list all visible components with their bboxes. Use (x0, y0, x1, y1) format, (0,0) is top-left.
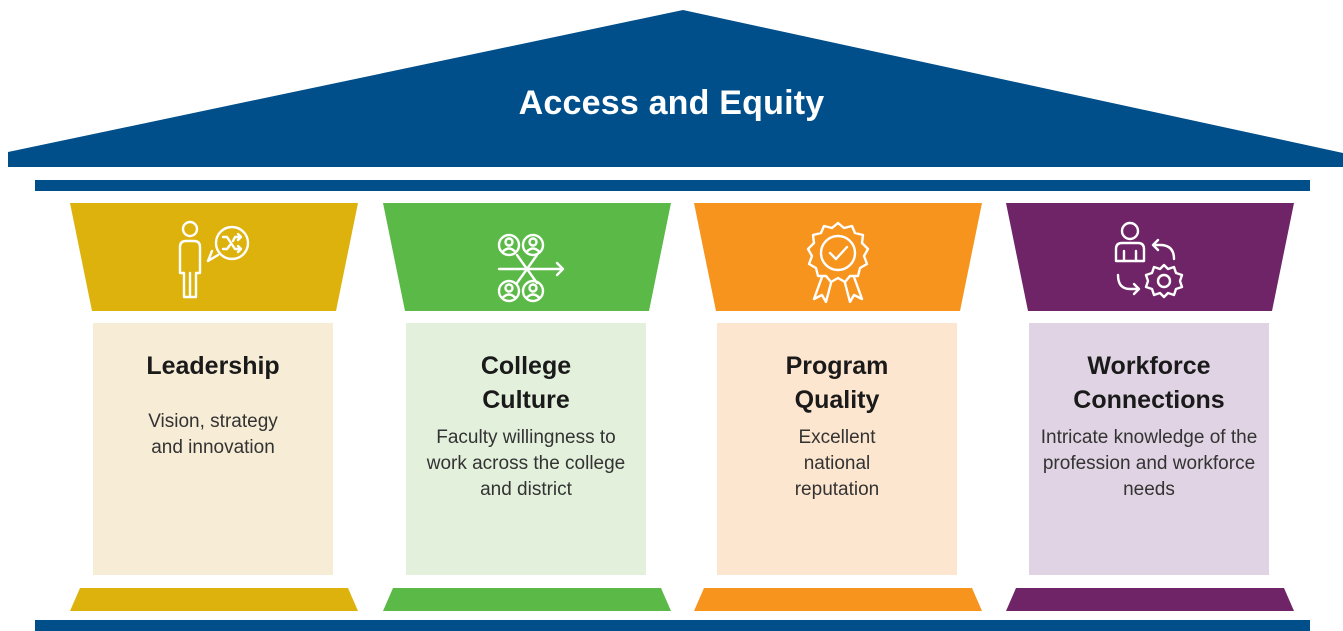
pillar-description: Excellent national reputation (794, 427, 880, 500)
pillar-shaft: Program Quality Excellent national reput… (717, 323, 957, 575)
quality-award-badge-icon (806, 221, 870, 303)
pillar-title: Leadership (146, 352, 280, 380)
pillar-base (694, 588, 982, 611)
pillar-title: Program Quality (785, 352, 889, 414)
pillar-base (383, 588, 671, 611)
pillar-base (1006, 588, 1294, 611)
pillar-title: Workforce Connections (1073, 352, 1225, 414)
pillar-leadership: Leadership Vision, strategy and innovati… (70, 203, 358, 611)
pillar-college-culture: College Culture Faculty willingness to w… (383, 203, 671, 611)
pillar-shaft: College Culture Faculty willingness to w… (406, 323, 646, 575)
pillar-workforce-connections: Workforce Connections Intricate knowledg… (1006, 203, 1294, 611)
pillar-description: Intricate knowledge of the profession an… (1040, 427, 1258, 500)
people-network-arrow-icon (497, 233, 565, 303)
pillar-program-quality: Program Quality Excellent national reput… (694, 203, 982, 611)
person-gear-cycle-icon (1114, 221, 1184, 299)
pillar-capital (1006, 203, 1294, 311)
pillar-shaft: Leadership Vision, strategy and innovati… (93, 323, 333, 575)
pillar-description: Vision, strategy and innovation (148, 411, 278, 458)
person-shuffle-speech-icon (178, 220, 250, 299)
top-beam (35, 180, 1310, 191)
roof-title: Access and Equity (518, 84, 825, 122)
pillar-description: Faculty willingness to work across the c… (426, 427, 626, 500)
roof (8, 10, 1343, 167)
pillar-base (70, 588, 358, 611)
pillar-title: College Culture (480, 352, 572, 414)
pillar-capital (383, 203, 671, 311)
bottom-beam (35, 620, 1310, 631)
pillar-shaft: Workforce Connections Intricate knowledg… (1029, 323, 1269, 575)
